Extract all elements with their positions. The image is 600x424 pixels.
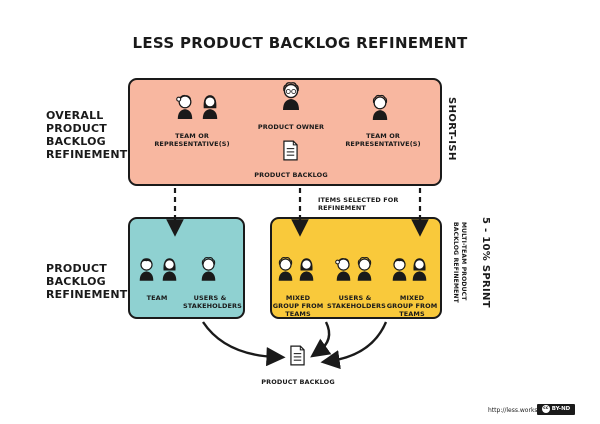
stakeholder-icon bbox=[201, 256, 216, 281]
team-member-icon bbox=[162, 257, 177, 281]
curved-arrow bbox=[320, 321, 388, 370]
creative-commons-icon: cc bbox=[541, 404, 550, 413]
sprint-percentage-label: 5 - 10% sprint bbox=[480, 217, 491, 308]
row-label-overall-refinement: Overall Product Backlog Refinement bbox=[46, 109, 127, 161]
row-label-line: Refinement bbox=[46, 288, 128, 301]
mixed-group-member-icon bbox=[412, 257, 427, 281]
mixed-group-member-icon bbox=[299, 257, 314, 281]
footer-url[interactable]: http://less.works bbox=[488, 407, 538, 414]
curved-arrow bbox=[310, 321, 332, 358]
overall-refinement-box bbox=[128, 78, 442, 186]
row-label-line: Product bbox=[46, 122, 107, 135]
items-selected-label: Items selected for refinement bbox=[318, 196, 399, 212]
team-member-icon bbox=[139, 257, 154, 281]
curved-arrow bbox=[202, 321, 286, 367]
team-member-icon bbox=[372, 94, 388, 120]
row-label-line: Product bbox=[46, 262, 107, 275]
product-backlog-icon bbox=[283, 140, 298, 161]
team-member-icon bbox=[202, 94, 218, 119]
mixed-group-label: Mixed group from teams bbox=[272, 294, 324, 318]
row-label-product-refinement: Product Backlog Refinement bbox=[46, 262, 127, 301]
stakeholder-icon bbox=[335, 258, 351, 281]
product-owner-icon bbox=[282, 82, 300, 110]
row-label-line: Refinement bbox=[46, 148, 128, 161]
multi-team-refinement-label: Multi-team product backlog refinement bbox=[451, 222, 467, 303]
team-representatives-label: Team or representative(s) bbox=[154, 132, 230, 148]
row-label-line: Backlog bbox=[46, 135, 106, 148]
multi-team-label-line: Multi-team product bbox=[460, 222, 467, 301]
team-representatives-label: Team or representative(s) bbox=[345, 132, 421, 148]
product-backlog-icon bbox=[290, 345, 305, 366]
mixed-group-label: Mixed group from teams bbox=[386, 294, 438, 318]
team-label: Team bbox=[146, 294, 168, 302]
product-backlog-label: Product Backlog bbox=[261, 378, 335, 386]
product-backlog-label: Product Backlog bbox=[254, 171, 328, 179]
mixed-group-member-icon bbox=[392, 257, 407, 281]
stakeholder-icon bbox=[357, 256, 372, 281]
diagram-title: LeSS Product Backlog Refinement bbox=[132, 34, 468, 52]
product-owner-label: Product Owner bbox=[257, 123, 325, 131]
team-member-icon bbox=[176, 94, 193, 119]
row-label-line: Backlog bbox=[46, 275, 106, 288]
users-stakeholders-label: Users & stakeholders bbox=[183, 294, 242, 310]
row-label-line: Overall bbox=[46, 109, 104, 122]
multi-team-label-line: backlog refinement bbox=[452, 222, 459, 303]
short-ish-label: Short-ish bbox=[446, 97, 457, 161]
license-text: BY-ND bbox=[551, 406, 571, 412]
users-stakeholders-label: Users & stakeholders bbox=[327, 294, 386, 310]
mixed-group-member-icon bbox=[278, 256, 293, 281]
